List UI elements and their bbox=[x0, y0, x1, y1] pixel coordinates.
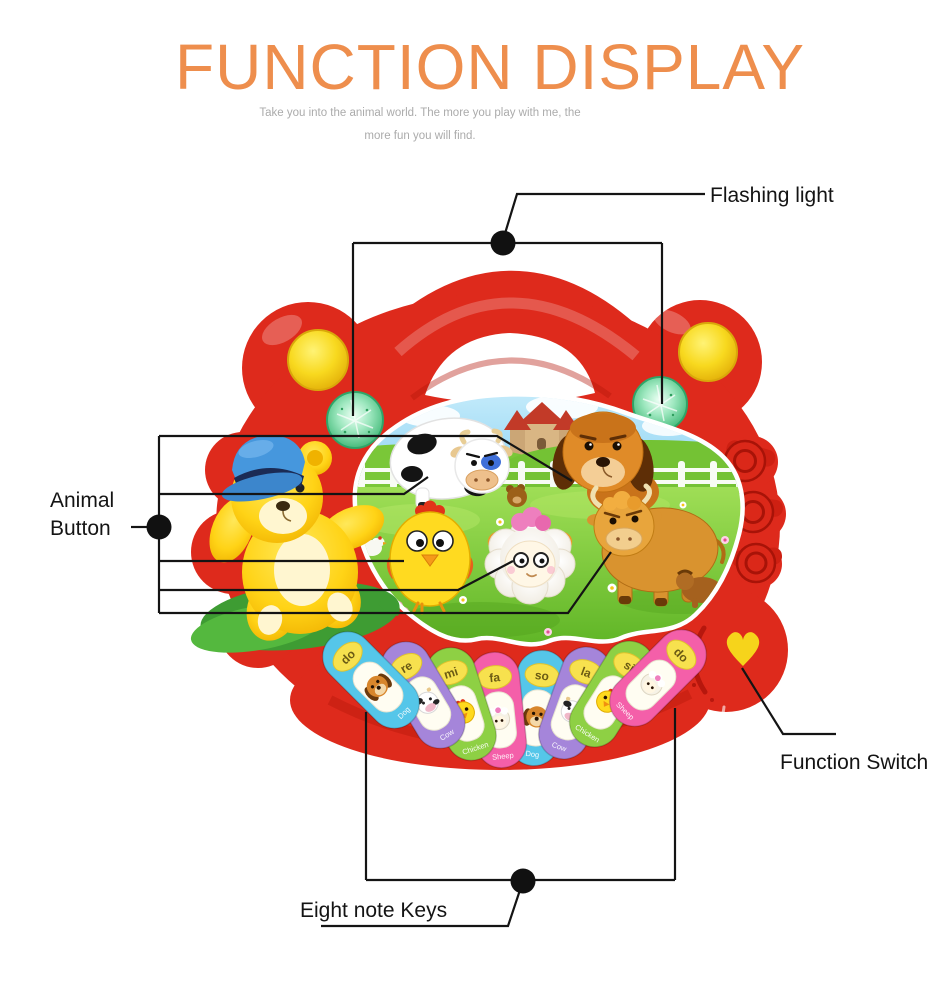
callout-label-eight-note-keys: Eight note Keys bbox=[300, 899, 448, 922]
handle-hole bbox=[425, 333, 595, 404]
svg-text:la: la bbox=[579, 664, 593, 681]
function-switch-heart bbox=[726, 632, 760, 666]
animal-display-panel bbox=[352, 392, 745, 647]
callout-flashing-light bbox=[351, 192, 705, 416]
callout-label-animal-button: Animal Button bbox=[50, 487, 114, 543]
note-key-1: do Dog bbox=[321, 630, 421, 730]
page-title: FUNCTION DISPLAY bbox=[175, 31, 805, 103]
animal-button-line-1: Animal bbox=[50, 489, 115, 512]
subtitle-line-1: Take you into the animal world. The more… bbox=[259, 107, 581, 119]
panel-sheep bbox=[484, 507, 576, 605]
svg-text:Sheep: Sheep bbox=[492, 751, 515, 762]
callout-animal-button bbox=[131, 434, 612, 615]
note-key-8: do Sheep bbox=[608, 628, 708, 728]
panel-cow bbox=[389, 417, 513, 509]
callout-lines bbox=[131, 192, 836, 928]
side-button-3 bbox=[735, 542, 777, 584]
svg-text:Dog: Dog bbox=[525, 749, 540, 760]
panel-bull bbox=[587, 483, 726, 608]
svg-text:so: so bbox=[534, 668, 550, 684]
subtitle-line-2: more fun you will find. bbox=[364, 130, 476, 142]
note-keys: so Dog la Cow si Chicken do Sh bbox=[321, 628, 708, 769]
panel-dog bbox=[552, 411, 659, 516]
callout-function-switch bbox=[741, 667, 836, 736]
animal-button-line-2: Button bbox=[50, 517, 111, 540]
flashing-light-left bbox=[326, 391, 384, 449]
yellow-button-left bbox=[287, 329, 349, 391]
panel-cub bbox=[506, 484, 527, 507]
panel-chick bbox=[386, 500, 474, 615]
callout-eight-note-keys bbox=[321, 708, 677, 928]
yellow-button-right bbox=[678, 322, 738, 382]
callout-label-flashing-light: Flashing light bbox=[710, 184, 834, 207]
callout-label-function-switch: Function Switch bbox=[780, 751, 929, 774]
svg-text:mi: mi bbox=[442, 664, 460, 682]
note-key-2: re Cow bbox=[380, 640, 466, 750]
svg-text:fa: fa bbox=[489, 670, 501, 685]
